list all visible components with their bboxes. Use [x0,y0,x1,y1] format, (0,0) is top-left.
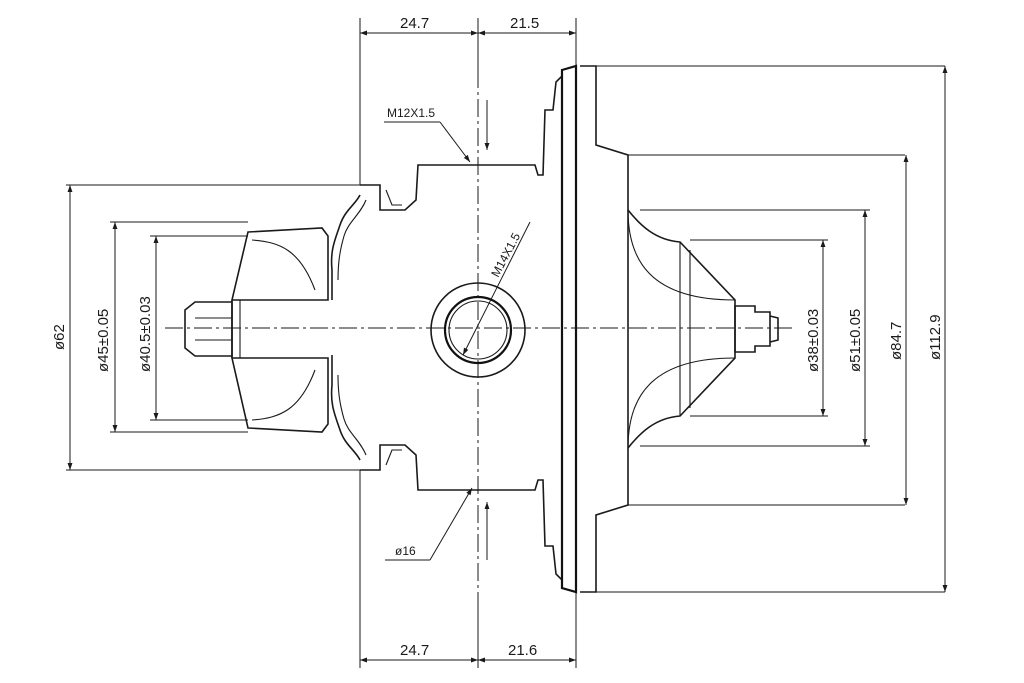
left-diameter-dims [66,184,360,471]
oil-port [430,282,526,378]
dim-top-right-label: 21.5 [510,15,539,32]
right-diameter-dims [640,66,948,592]
bearing-housing [330,64,578,594]
dim-d62-label: ø62 [51,324,68,350]
dim-d51-label: ø51±0.05 [847,309,864,372]
compressor-wheel [184,227,329,433]
dim-top-left-label: 24.7 [400,15,429,32]
dim-d40-5-label: ø40.5±0.03 [137,296,154,372]
bore-d16-label: ø16 [395,544,416,558]
turbine-wheel [627,209,779,449]
dim-bottom-right-label: 21.6 [508,642,537,659]
dim-d38-label: ø38±0.03 [805,309,822,372]
extension-lines [359,18,577,668]
dim-d112-9-label: ø112.9 [927,314,944,360]
dim-bottom-left-label: 24.7 [400,642,429,659]
thread-callouts [384,100,531,561]
dim-d45-label: ø45±0.05 [95,309,112,372]
turbine-housing-outline [580,65,945,593]
center-lines [165,70,795,600]
thread-m12-label: M12X1.5 [387,106,435,120]
dim-d84-7-label: ø84.7 [888,322,905,360]
thread-m14-label: M14X1.5 [488,230,523,279]
